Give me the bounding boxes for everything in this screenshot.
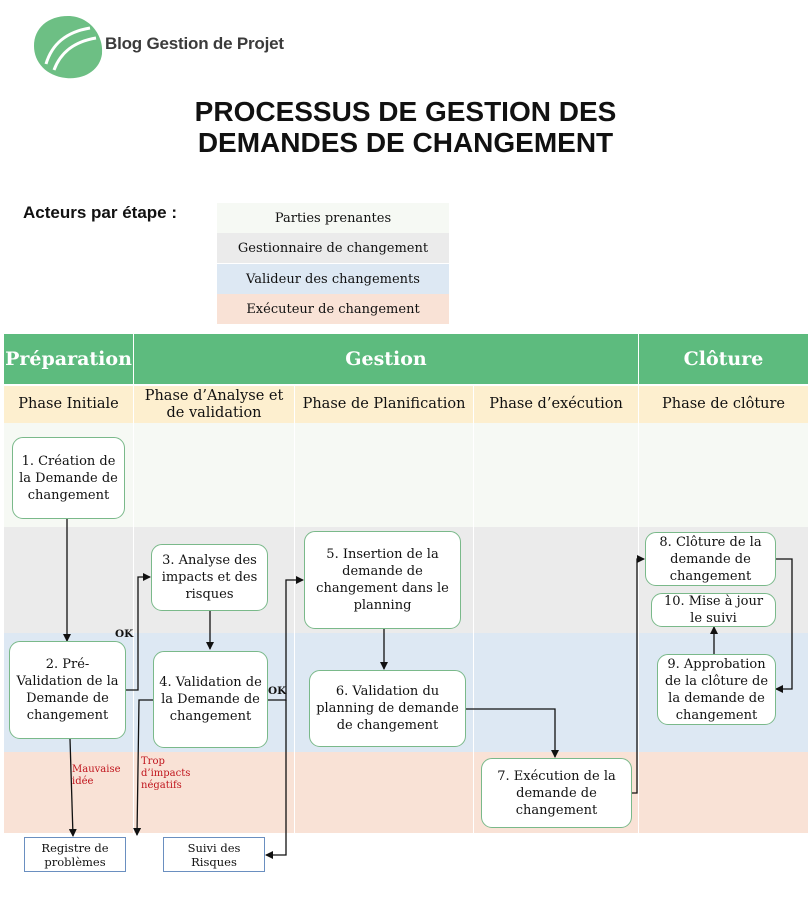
phase-planification: Phase de Planification — [295, 386, 473, 423]
suivi-risques: Suivi des Risques — [163, 837, 265, 872]
step-1-creation: 1. Création de la Demande de changement — [12, 437, 125, 519]
edge-label-ok: OK — [115, 628, 134, 640]
legend-change-manager: Gestionnaire de changement — [217, 233, 449, 263]
column-divider — [638, 423, 639, 870]
edge-label-trop-impacts: Trop d’impacts négatifs — [141, 756, 191, 791]
edge-4-to-problems — [133, 699, 153, 836]
step-7-execution: 7. Exécution de la demande de changement — [481, 758, 632, 828]
column-divider — [473, 423, 474, 870]
phase-cloture: Phase de clôture — [639, 386, 808, 423]
stage-gestion: Gestion — [134, 334, 638, 384]
step-9-approbation: 9. Approbation de la clôture de la deman… — [657, 654, 776, 725]
stage-cloture: Clôture — [639, 334, 808, 384]
edge-label-mauvaise-idee: Mauvaise idée — [72, 764, 121, 787]
legend-change-executor: Exécuteur de changement — [217, 294, 449, 324]
edge-label-ok: OK — [268, 685, 287, 697]
step-3-analyse: 3. Analyse des impacts et des risques — [151, 544, 268, 611]
step-2-prevalidation: 2. Pré-Validation de la Demande de chang… — [9, 641, 126, 739]
brand-name: Blog Gestion de Projet — [105, 34, 284, 53]
step-10-mise-a-jour: 10. Mise à jour le suivi — [651, 593, 776, 627]
step-4-validation: 4. Validation de la Demande de changemen… — [153, 651, 268, 748]
column-divider — [133, 423, 134, 870]
edge-4-to-5 — [268, 576, 304, 701]
phase-analyse: Phase d’Analyse et de validation — [134, 386, 294, 423]
registre-problemes: Registre de problèmes — [24, 837, 126, 872]
legend-stakeholders: Parties prenantes — [217, 203, 449, 233]
column-divider — [294, 423, 295, 870]
edge-8-to-9 — [775, 558, 793, 693]
page-title-line1: PROCESSUS DE GESTION DES — [194, 96, 617, 127]
lane-stakeholders — [4, 423, 808, 527]
phase-initiale: Phase Initiale — [4, 386, 133, 423]
step-5-insertion: 5. Insertion de la demande de changement… — [304, 531, 461, 629]
actors-label: Acteurs par étape : — [23, 203, 177, 222]
step-6-validation-planning: 6. Validation du planning de demande de … — [309, 670, 466, 747]
edge-2-to-3 — [126, 573, 151, 691]
edge-6-to-7 — [466, 708, 559, 758]
edge-7-to-8 — [632, 555, 645, 794]
page-title-line2: DEMANDES DE CHANGEMENT — [197, 127, 614, 158]
phase-execution: Phase d’exécution — [474, 386, 638, 423]
step-8-cloture: 8. Clôture de la demande de changement — [645, 532, 776, 586]
blog-logo — [34, 16, 103, 79]
legend-change-validator: Valideur des changements — [217, 264, 449, 294]
edge-2-to-problems — [68, 738, 77, 837]
edge-4-to-risks — [265, 700, 287, 859]
stage-preparation: Préparation — [4, 334, 133, 384]
